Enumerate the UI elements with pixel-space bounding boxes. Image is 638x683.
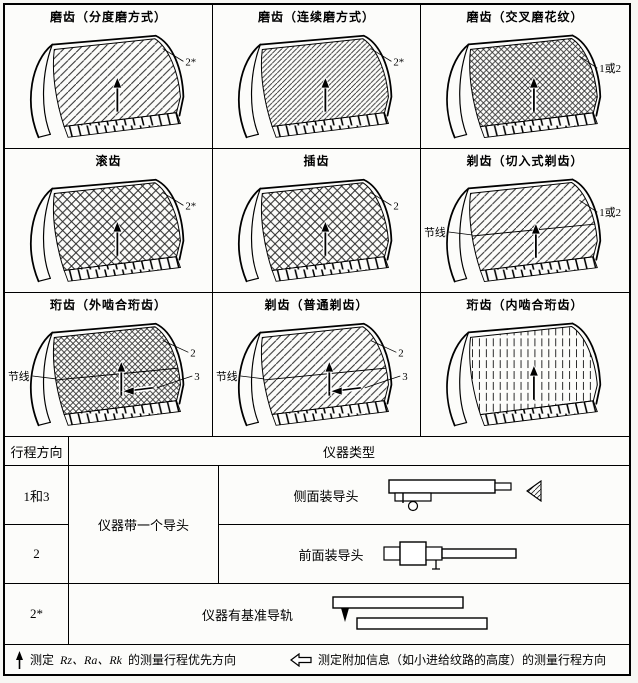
figure-frame: 磨齿（分度磨方式） 2* 磨齿（连续磨方式） 2*: [3, 3, 631, 676]
gear-illustration: 2 3 节线: [216, 322, 408, 427]
gear-cell-shaping: 插齿 2: [213, 149, 421, 293]
direction-number-label: 1或2: [599, 62, 621, 75]
direction-number-label: 2*: [393, 56, 404, 68]
pitch-line: [264, 367, 387, 381]
pitch-line-label: 节线: [216, 369, 238, 383]
side-skid-instrument-drawing: [387, 479, 542, 512]
legend-parameters: Rz、Ra、Rk: [60, 653, 123, 667]
direction-number-label: 3: [194, 371, 199, 383]
gear-illustration: 2*: [30, 34, 196, 139]
table-header-instrument-type: 仪器类型: [69, 437, 629, 466]
gear-cell-title: 磨齿（连续磨方式）: [257, 10, 375, 24]
direction-number-label: 1或2: [599, 206, 621, 219]
gear-cell-grinding-index: 磨齿（分度磨方式） 2*: [5, 5, 213, 149]
reference-rail-instrument-drawing: [332, 596, 488, 630]
gear-cell-title: 插齿: [303, 154, 330, 168]
pitch-line-label: 节线: [8, 369, 30, 383]
gear-illustration: 1或2 节线: [424, 178, 621, 283]
gear-illustration: 2: [238, 178, 399, 283]
direction-number-label: 2: [393, 200, 398, 212]
gear-grid: 磨齿（分度磨方式） 2* 磨齿（连续磨方式） 2*: [5, 5, 629, 437]
method-cell-side-skid: 侧面装导头: [219, 466, 629, 525]
gear-cell-title: 珩齿（外啮合珩齿）: [49, 298, 167, 312]
legend-additional-direction: 测定附加信息（如小进给纹路的高度）的测量行程方向: [290, 651, 606, 668]
legend-text: 测定附加信息（如小进给纹路的高度）的测量行程方向: [318, 653, 607, 667]
gear-cell-honing-internal: 珩齿（内啮合珩齿）: [421, 293, 629, 437]
method-label: 仪器有基准导轨: [201, 607, 293, 623]
gear-cell-honing-external: 珩齿（外啮合珩齿） 2 3 节线: [5, 293, 213, 437]
method-cell-reference-rail: 仪器有基准导轨: [69, 584, 629, 644]
gear-cell-shaving-normal: 剃齿（普通剃齿） 2 3 节线: [213, 293, 421, 437]
direction-cell-2: 2: [5, 525, 69, 584]
solid-up-arrow-icon: [16, 650, 23, 669]
legend-footer: 测定 Rz、Ra、Rk 的测量行程优先方向 测定附加信息（如小进给纹路的高度）的…: [5, 644, 629, 674]
direction-number-label: 2*: [185, 200, 196, 212]
gear-illustration: [446, 322, 602, 427]
gear-cell-title: 剃齿（普通剃齿）: [264, 298, 369, 312]
gear-cell-title: 滚齿: [95, 154, 122, 168]
method-cell-front-skid: 前面装导头: [219, 525, 629, 584]
legend-text: 的测量行程优先方向: [128, 653, 237, 667]
pitch-line: [56, 367, 179, 381]
front-skid-instrument-drawing: [382, 541, 517, 570]
gear-illustration: 2*: [30, 178, 196, 283]
direction-number-label: 2*: [185, 56, 196, 68]
direction-number-label: 2: [398, 347, 403, 359]
gear-cell-hobbing: 滚齿 2*: [5, 149, 213, 293]
direction-number-label: 2: [190, 347, 195, 359]
legend-text: 测定: [30, 653, 55, 667]
instrument-group-cell: 仪器带一个导头: [69, 466, 219, 584]
gear-illustration: 1或2: [446, 34, 621, 139]
hollow-left-arrow-icon: [290, 652, 312, 667]
gear-cell-grinding-continuous: 磨齿（连续磨方式） 2*: [213, 5, 421, 149]
direction-cell-2star: 2*: [5, 584, 69, 644]
instrument-table: 行程方向 仪器类型 1和3 仪器带一个导头 侧面装导头 2 前面装导头: [5, 437, 629, 644]
gear-cell-grinding-cross: 磨齿（交叉磨花纹） 1或2: [421, 5, 629, 149]
table-header-direction: 行程方向: [5, 437, 69, 466]
legend-preferred-direction: 测定 Rz、Ra、Rk 的测量行程优先方向: [15, 650, 237, 669]
pitch-line-label: 节线: [424, 225, 446, 239]
gear-cell-title: 剃齿（切入式剃齿）: [466, 154, 584, 168]
gear-cell-title: 珩齿（内啮合珩齿）: [466, 298, 584, 312]
method-label: 前面装导头: [298, 547, 364, 563]
direction-number-label: 3: [402, 371, 407, 383]
gear-cell-shaving-plunge: 剃齿（切入式剃齿） 1或2 节线: [421, 149, 629, 293]
gear-cell-title: 磨齿（分度磨方式）: [49, 10, 167, 24]
gear-illustration: 2 3 节线: [8, 322, 200, 427]
gear-cell-title: 磨齿（交叉磨花纹）: [466, 10, 584, 24]
method-label: 侧面装导头: [293, 488, 359, 504]
gear-illustration: 2*: [238, 34, 404, 139]
direction-cell-1and3: 1和3: [5, 466, 69, 525]
